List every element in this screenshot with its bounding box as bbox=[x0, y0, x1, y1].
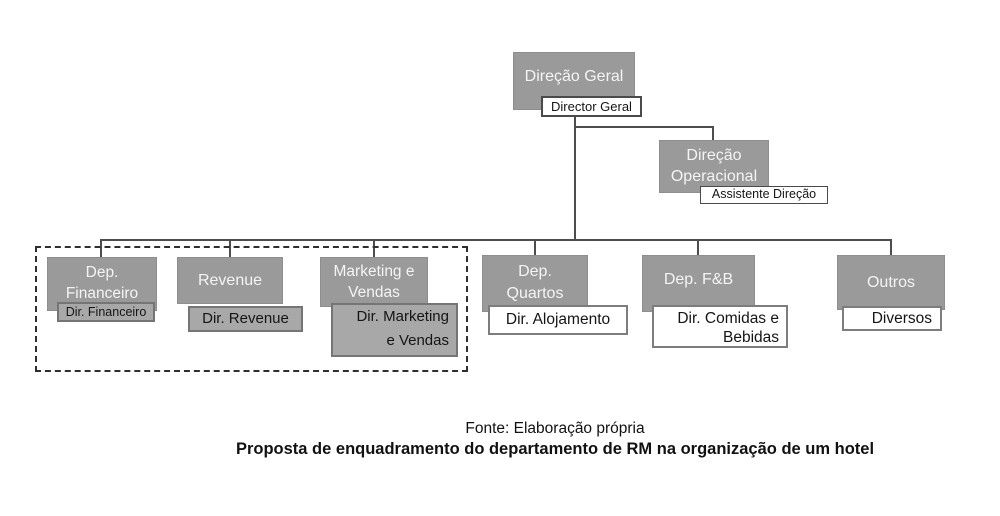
role-label-text: Diversos bbox=[871, 310, 932, 327]
node-title: Dep. F&B bbox=[663, 271, 734, 288]
node-title-line: Operacional bbox=[670, 168, 758, 185]
role-label-text: Dir. Revenue bbox=[202, 310, 289, 327]
connector-drop-dep-fb bbox=[697, 239, 699, 257]
node-title: Outros bbox=[866, 274, 915, 291]
connector-operacional-horizontal bbox=[574, 126, 714, 128]
node-title-line: Vendas bbox=[348, 284, 400, 301]
role-label-director-geral: Director Geral bbox=[541, 96, 642, 117]
role-label-diversos: Diversos bbox=[842, 306, 942, 331]
node-outros: Outros bbox=[837, 255, 945, 310]
role-label-text: Dir. Financeiro bbox=[65, 305, 147, 319]
role-label-assistente-direcao: Assistente Direção bbox=[700, 186, 828, 204]
node-title-line: Dep. bbox=[85, 264, 119, 281]
role-label-dir-revenue: Dir. Revenue bbox=[188, 306, 303, 332]
role-label-dir-financeiro: Dir. Financeiro bbox=[57, 302, 155, 322]
role-label-dir-comidas-bebidas: Dir. Comidas e Bebidas bbox=[652, 305, 788, 348]
connector-drop-revenue bbox=[229, 239, 231, 257]
role-label-dir-alojamento: Dir. Alojamento bbox=[488, 305, 628, 335]
connector-drop-outros bbox=[890, 239, 892, 257]
node-dep-quartos: Dep. Quartos bbox=[482, 255, 588, 312]
role-label-text: Director Geral bbox=[551, 99, 632, 114]
node-title: Revenue bbox=[197, 272, 263, 289]
caption-title: Proposta de enquadramento do departament… bbox=[235, 440, 875, 458]
node-title-line: Financeiro bbox=[65, 285, 139, 302]
connector-root-vertical bbox=[574, 117, 576, 240]
node-dep-fb: Dep. F&B bbox=[642, 255, 755, 312]
role-label-line: e Vendas bbox=[386, 332, 449, 349]
connector-departments-horizontal bbox=[100, 239, 892, 241]
role-label-line: Bebidas bbox=[722, 329, 779, 346]
connector-drop-marketing bbox=[373, 239, 375, 257]
node-title: Direção Geral bbox=[524, 68, 624, 85]
rm-group-dashed-outline bbox=[35, 246, 468, 372]
connector-operacional-vertical bbox=[712, 126, 714, 142]
role-label-line: Dir. Marketing bbox=[356, 308, 449, 325]
connector-drop-dep-financeiro bbox=[100, 239, 102, 257]
role-label-dir-marketing-vendas: Dir. Marketing e Vendas bbox=[331, 303, 458, 357]
role-label-line: Dir. Comidas e bbox=[677, 310, 779, 327]
node-revenue: Revenue bbox=[177, 257, 283, 304]
node-title-line: Dep. bbox=[518, 263, 552, 280]
node-title-line: Quartos bbox=[506, 285, 564, 302]
node-title-line: Marketing e bbox=[333, 263, 415, 280]
caption-source: Fonte: Elaboração própria bbox=[465, 420, 645, 437]
figure-caption: Fonte: Elaboração própria Proposta de en… bbox=[105, 420, 1000, 459]
role-label-text: Assistente Direção bbox=[711, 187, 817, 201]
node-marketing-vendas: Marketing e Vendas bbox=[320, 257, 428, 307]
role-label-text: Dir. Alojamento bbox=[505, 311, 611, 328]
node-title-line: Direção bbox=[686, 147, 742, 164]
connector-drop-dep-quartos bbox=[534, 239, 536, 257]
